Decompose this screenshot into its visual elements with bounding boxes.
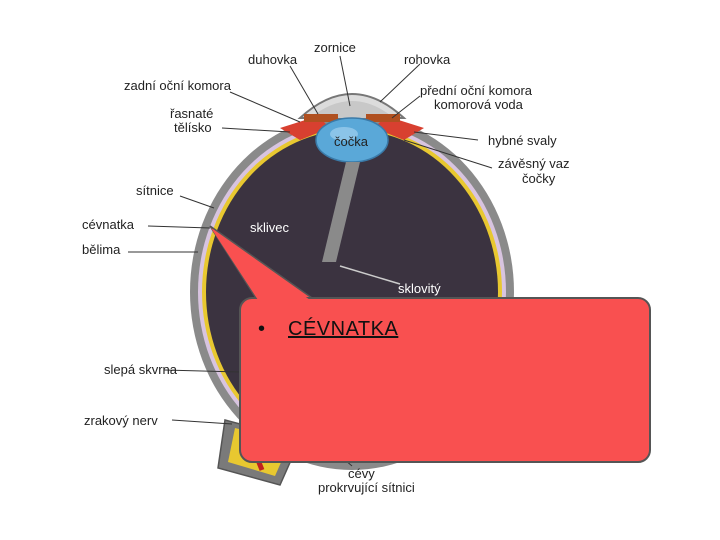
label-telisko: tělísko: [174, 120, 212, 135]
label-belima: bělima: [82, 242, 121, 257]
label-cocka: čočka: [334, 134, 369, 149]
label-hybne-svaly: hybné svaly: [488, 133, 557, 148]
label-zadni-ocni-komora: zadní oční komora: [124, 78, 232, 93]
label-slepa-skvrna: slepá skvrna: [104, 362, 178, 377]
callout-term: CÉVNATKA: [288, 318, 398, 340]
callout-bullet: •: [258, 318, 288, 341]
label-zrakovy-nerv: zrakový nerv: [84, 413, 158, 428]
label-duhovka: duhovka: [248, 52, 298, 67]
label-cevnatka: cévnatka: [82, 217, 135, 232]
label-rohovka: rohovka: [404, 52, 451, 67]
label-cocky: čočky: [522, 171, 556, 186]
label-zavesny-vaz: závěsný vaz: [498, 156, 570, 171]
label-rasnate: řasnaté: [170, 106, 213, 121]
label-zornice: zornice: [314, 40, 356, 55]
callout-text: •CÉVNATKA: [258, 318, 638, 348]
label-sitnice: sítnice: [136, 183, 174, 198]
label-sklivec: sklivec: [250, 220, 290, 235]
label-prokrvujici-sitnici: prokrvující sítnici: [318, 480, 415, 495]
label-cevy: cévy: [348, 466, 375, 481]
label-sklovity: sklovitý: [398, 281, 441, 296]
label-predni-ocni-komora: přední oční komora: [420, 83, 533, 98]
label-komorova-voda: komorová voda: [434, 97, 524, 112]
